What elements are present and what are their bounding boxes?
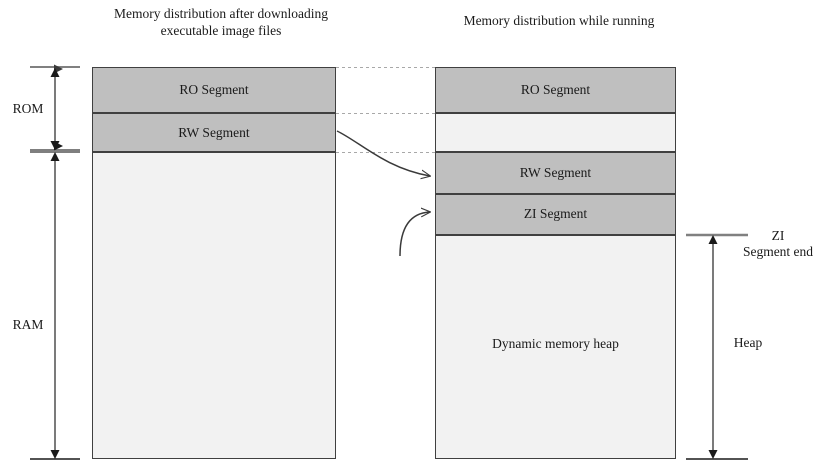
left-ro-segment: RO Segment (92, 67, 336, 113)
left-free-area (92, 152, 336, 459)
rw-relocation-arrow (336, 130, 430, 176)
left-rw-segment: RW Segment (92, 113, 336, 152)
right-heap-area-label: Dynamic memory heap (492, 336, 619, 351)
rom-measure-label: ROM (12, 101, 44, 116)
right-rw-segment: RW Segment (435, 152, 676, 194)
left-panel-title: Memory distribution after downloading ex… (113, 6, 329, 38)
ram-measure-arrow (30, 151, 80, 460)
right-heap-area: Dynamic memory heap (435, 235, 676, 459)
guide-lines (336, 67, 437, 153)
right-rw-segment-label: RW Segment (519, 165, 592, 180)
zi-segment-end-label: ZI Segment end (742, 228, 814, 259)
ram-measure-label: RAM (12, 317, 44, 332)
left-ro-segment-label: RO Segment (179, 82, 249, 97)
left-rw-segment-label: RW Segment (178, 125, 250, 140)
right-ro-segment-label: RO Segment (520, 82, 591, 97)
right-zi-segment: ZI Segment (435, 194, 676, 235)
right-zi-segment-label: ZI Segment (523, 206, 588, 221)
right-gap-area (435, 113, 676, 152)
right-panel-title: Memory distribution while running (463, 13, 655, 28)
heap-measure-label: Heap (733, 335, 763, 350)
right-ro-segment: RO Segment (435, 67, 676, 113)
zi-creation-arrow (399, 212, 430, 257)
